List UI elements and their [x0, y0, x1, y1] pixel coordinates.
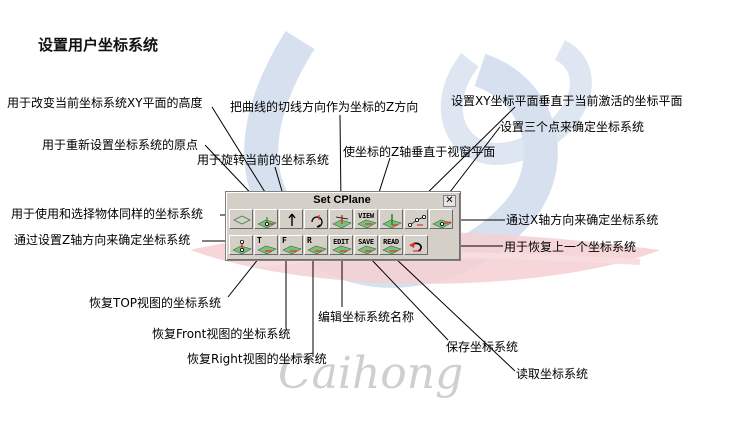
cplane-right-button[interactable]: R — [304, 235, 328, 255]
plane-edit-icon — [332, 245, 352, 254]
annotation-save: 保存坐标系统 — [446, 340, 519, 354]
plane-read-icon — [382, 245, 402, 254]
plane-axes-icon — [257, 217, 277, 228]
cplane-top-button[interactable]: T — [254, 235, 278, 255]
button-label: READ — [383, 238, 399, 246]
up-arrow-icon — [288, 213, 296, 226]
button-label: EDIT — [333, 238, 349, 246]
toolbar-title[interactable]: Set CPlane — [313, 194, 371, 206]
plane-front-icon — [282, 245, 302, 254]
annotation-top: 恢复TOP视图的坐标系统 — [89, 296, 222, 310]
annotation-read: 读取坐标系统 — [516, 367, 589, 381]
annotation-rotate: 用于旋转当前的坐标系统 — [197, 153, 330, 167]
plane-diamond-icon — [233, 215, 251, 225]
plane-perpendicular-icon — [382, 214, 402, 228]
cplane-read-button[interactable]: READ — [379, 235, 403, 255]
button-label: F — [282, 236, 287, 245]
cplane-undo-button[interactable] — [404, 235, 428, 255]
annotation-curve: 把曲线的切线方向作为坐标的Z方向 — [230, 100, 419, 114]
button-label: R — [307, 236, 312, 245]
annotation-perpendicular: 设置XY坐标平面垂直于当前激活的坐标平面 — [451, 94, 683, 108]
cplane-object-button[interactable] — [229, 209, 253, 229]
curve-plane-icon — [332, 215, 352, 228]
annotation-origin: 用于重新设置坐标系统的原点 — [42, 138, 199, 152]
cplane-save-button[interactable]: SAVE — [354, 235, 378, 255]
plane-save-icon — [357, 245, 377, 254]
cplane-3point-button[interactable] — [404, 209, 428, 229]
cplane-origin-button[interactable] — [254, 209, 278, 229]
annotation-right: 恢复Right视图的坐标系统 — [187, 352, 327, 366]
cplane-xaxis-button[interactable] — [429, 209, 453, 229]
plane-zaxis-icon — [232, 240, 252, 254]
cplane-edit-button[interactable]: EDIT — [329, 235, 353, 255]
close-icon[interactable]: ✕ — [443, 195, 456, 207]
annotation-front: 恢复Front视图的坐标系统 — [152, 327, 291, 341]
plane-top-icon — [257, 245, 277, 254]
cplane-front-button[interactable]: F — [279, 235, 303, 255]
annotation-undo: 用于恢复上一个坐标系统 — [504, 240, 637, 254]
cplane-elevation-button[interactable] — [279, 209, 303, 229]
annotation-elevation: 用于改变当前坐标系统XY平面的高度 — [7, 96, 203, 110]
set-cplane-toolbar: Set CPlane ✕ VIEW T F R EDIT SAVE READ — [225, 191, 461, 261]
annotation-edit: 编辑坐标系统名称 — [318, 310, 415, 324]
cplane-zaxis-button[interactable] — [229, 235, 253, 255]
plane-xaxis-icon — [432, 219, 452, 228]
rotate-icon — [311, 215, 323, 228]
three-points-icon — [408, 215, 426, 227]
undo-icon — [409, 242, 422, 252]
cplane-perpendicular-button[interactable] — [379, 209, 403, 229]
plane-view-icon — [357, 219, 377, 228]
annotation-x-axis: 通过X轴方向来确定坐标系统 — [506, 213, 659, 227]
page-title: 设置用户坐标系统 — [38, 36, 159, 54]
button-label: VIEW — [358, 212, 374, 220]
annotation-z-axis: 通过设置Z轴方向来确定坐标系统 — [14, 233, 191, 247]
plane-right-icon — [307, 245, 327, 254]
cplane-view-button[interactable]: VIEW — [354, 209, 378, 229]
button-label: SAVE — [358, 238, 374, 246]
annotation-three-point: 设置三个点来确定坐标系统 — [500, 120, 645, 134]
cplane-rotate-button[interactable] — [304, 209, 328, 229]
button-label: T — [257, 236, 262, 245]
cplane-curve-button[interactable] — [329, 209, 353, 229]
watermark-text: Caihong — [278, 348, 463, 399]
annotation-view: 使坐标的Z轴垂直于视窗平面 — [343, 145, 496, 159]
annotation-object: 用于使用和选择物体同样的坐标系统 — [11, 207, 204, 221]
